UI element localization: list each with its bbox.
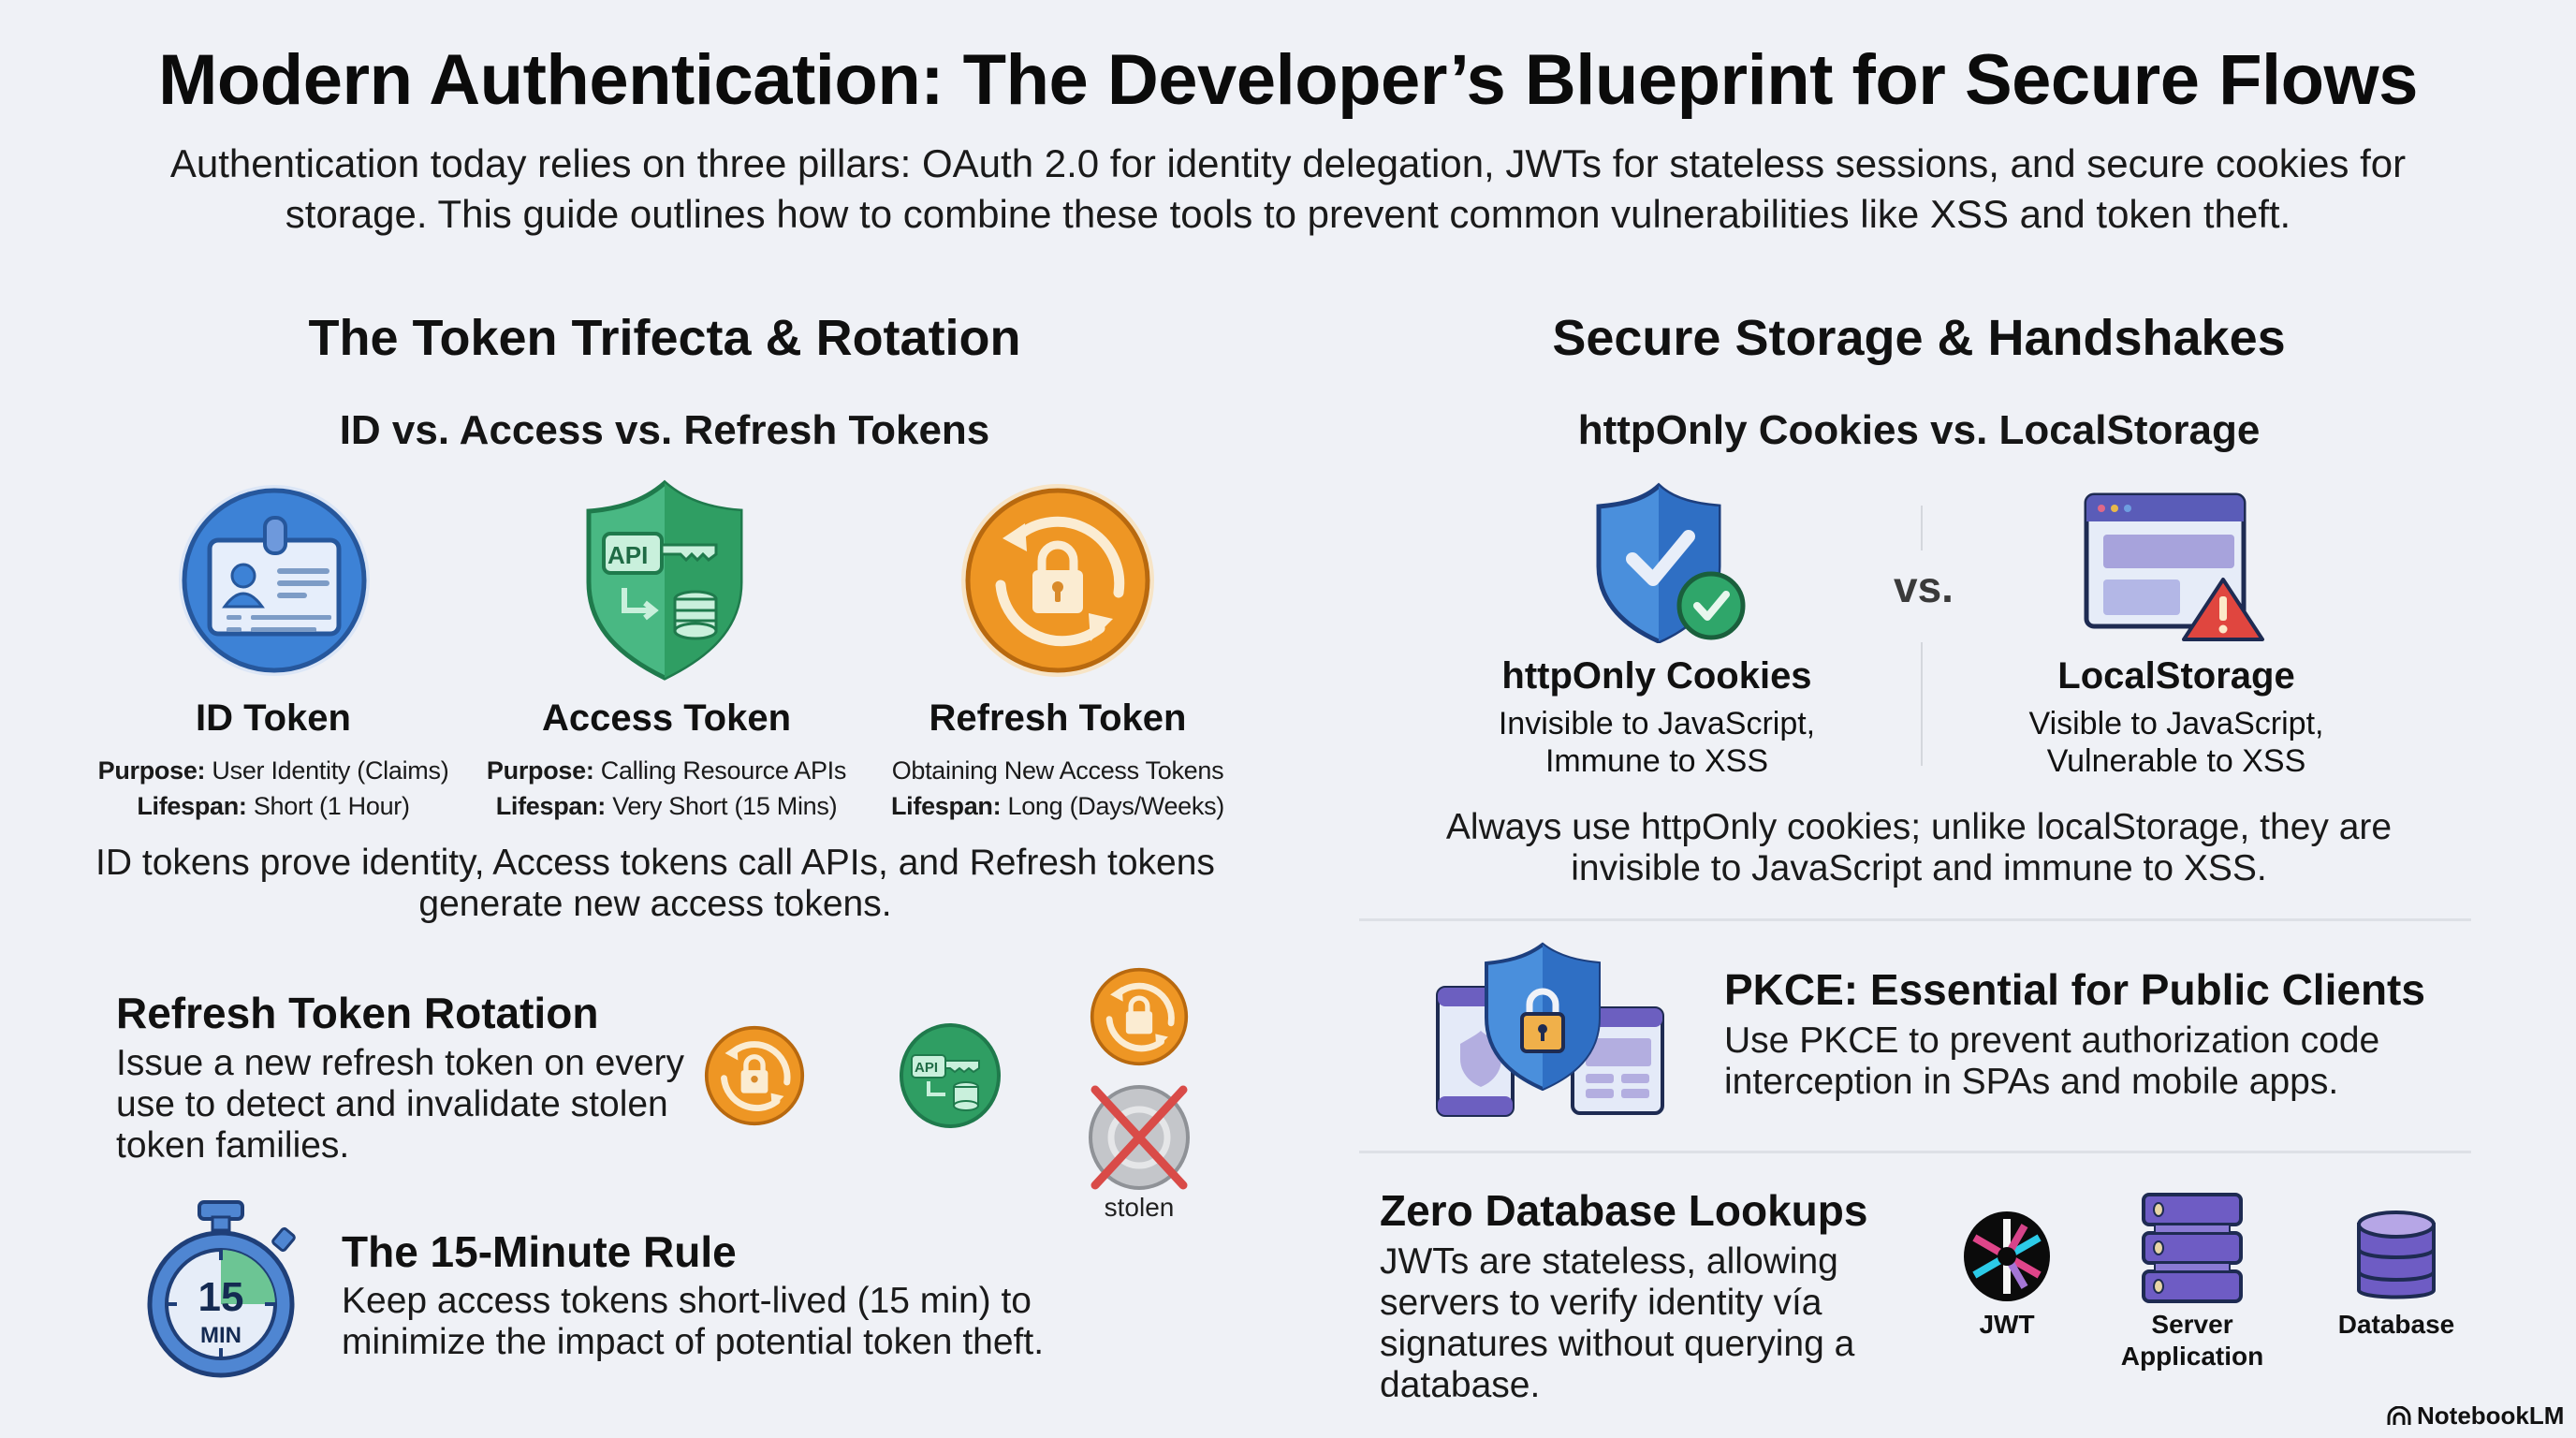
token-name: Refresh Token	[929, 697, 1187, 739]
localstorage-line2: Vulnerable to XSS	[2046, 743, 2306, 779]
zero-db-title: Zero Database Lookups	[1380, 1186, 1868, 1235]
svg-text:MIN: MIN	[200, 1323, 242, 1348]
purpose-value: User Identity (Claims)	[205, 756, 449, 785]
pkce-shield-devices-icon	[1432, 941, 1666, 1119]
server-stack-icon	[2138, 1191, 2247, 1305]
lifespan-label: Lifespan:	[495, 792, 607, 820]
rotation-title: Refresh Token Rotation	[116, 989, 599, 1037]
database-icon	[2355, 1210, 2437, 1305]
shield-check-icon	[1591, 482, 1750, 644]
vs-label: vs.	[1894, 563, 1954, 611]
token-name: Access Token	[541, 697, 792, 739]
id-badge-icon	[176, 482, 373, 679]
storage-summary: Always use httpOnly cookies; unlike loca…	[1445, 807, 2393, 888]
token-card-refresh: Refresh Token Obtaining New Access Token…	[852, 697, 1264, 824]
brand-watermark: NotebookLM	[2387, 1401, 2564, 1431]
notebooklm-logo-icon	[2387, 1405, 2411, 1425]
stopwatch-icon: 15 MIN	[145, 1198, 309, 1381]
zero-db-text: JWTs are stateless, allowing servers to …	[1380, 1241, 1855, 1405]
cookies-line2: Immune to XSS	[1544, 743, 1769, 779]
server-label: Server Application	[2120, 1310, 2264, 1371]
svg-text:API: API	[915, 1060, 938, 1076]
token-purpose: Purpose: Calling Resource APIs	[461, 753, 872, 788]
purpose-label: Purpose:	[97, 756, 206, 785]
jwt-logo-icon	[1962, 1210, 2052, 1303]
new-refresh-token-icon	[1088, 964, 1191, 1069]
cookies-card: httpOnly Cookies Invisible to JavaScript…	[1460, 655, 1853, 780]
api-key-shield-icon: API	[576, 479, 754, 681]
lifespan-value: Long (Days/Weeks)	[1001, 792, 1224, 820]
cookies-line1: Invisible to JavaScript,	[1498, 706, 1816, 741]
token-lifespan: Lifespan: Very Short (15 Mins)	[461, 788, 872, 824]
token-lifespan: Lifespan: Long (Days/Weeks)	[852, 788, 1264, 824]
stolen-token-crossed-icon	[1086, 1084, 1193, 1192]
purpose-label: Purpose:	[486, 756, 594, 785]
pkce-text: Use PKCE to prevent authorization code i…	[1724, 1020, 2380, 1102]
token-summary: ID tokens prove identity, Access tokens …	[95, 843, 1215, 924]
right-section-subtitle: httpOnly Cookies vs. LocalStorage	[1577, 407, 2261, 453]
page-title: Modern Authentication: The Developer’s B…	[158, 40, 2418, 120]
cookies-name: httpOnly Cookies	[1501, 655, 1812, 697]
localstorage-name: LocalStorage	[2057, 655, 2295, 697]
lifespan-value: Very Short (15 Mins)	[606, 792, 838, 820]
jwt-label: JWT	[1979, 1310, 2035, 1339]
localstorage-line1: Visible to JavaScript,	[2028, 706, 2324, 741]
rotation-text: Issue a new refresh token on every use t…	[116, 1043, 684, 1166]
token-lifespan: Lifespan: Short (1 Hour)	[67, 788, 479, 824]
right-section-title: Secure Storage & Handshakes	[1552, 310, 2286, 366]
brand-name: NotebookLM	[2417, 1401, 2565, 1430]
browser-warning-icon	[2083, 492, 2270, 643]
access-token-icon: API	[899, 1023, 1002, 1128]
rotating-lock-icon	[959, 482, 1156, 679]
svg-text:API: API	[607, 541, 648, 569]
stolen-label: stolen	[1104, 1193, 1175, 1222]
section-divider-1	[1359, 918, 2471, 921]
pkce-title: PKCE: Essential for Public Clients	[1724, 965, 2425, 1014]
left-section-subtitle: ID vs. Access vs. Refresh Tokens	[339, 407, 990, 453]
lifespan-value: Short (1 Hour)	[246, 792, 410, 820]
vs-divider-bottom	[1921, 642, 1923, 766]
purpose-value: Calling Resource APIs	[593, 756, 847, 785]
fifteen-minute-text: Keep access tokens short-lived (15 min) …	[342, 1281, 1045, 1362]
fifteen-minute-title: The 15-Minute Rule	[342, 1227, 737, 1276]
refresh-token-icon	[702, 1023, 807, 1128]
token-purpose: Purpose: User Identity (Claims)	[67, 753, 479, 788]
purpose-value: Obtaining New Access Tokens	[891, 756, 1224, 785]
database-label: Database	[2337, 1310, 2455, 1339]
lifespan-label: Lifespan:	[137, 792, 247, 820]
svg-text:15: 15	[198, 1274, 244, 1320]
token-purpose: Obtaining New Access Tokens	[852, 753, 1264, 788]
token-card-access: Access Token Purpose: Calling Resource A…	[461, 697, 872, 824]
lifespan-label: Lifespan:	[890, 792, 1002, 820]
token-card-id: ID Token Purpose: User Identity (Claims)…	[67, 697, 479, 824]
left-section-title: The Token Trifecta & Rotation	[308, 310, 1021, 366]
vs-divider-top	[1921, 506, 1923, 550]
section-divider-2	[1359, 1151, 2471, 1153]
intro-paragraph: Authentication today relies on three pil…	[169, 141, 2407, 236]
localstorage-card: LocalStorage Visible to JavaScript, Vuln…	[1980, 655, 2373, 780]
token-name: ID Token	[196, 697, 351, 739]
